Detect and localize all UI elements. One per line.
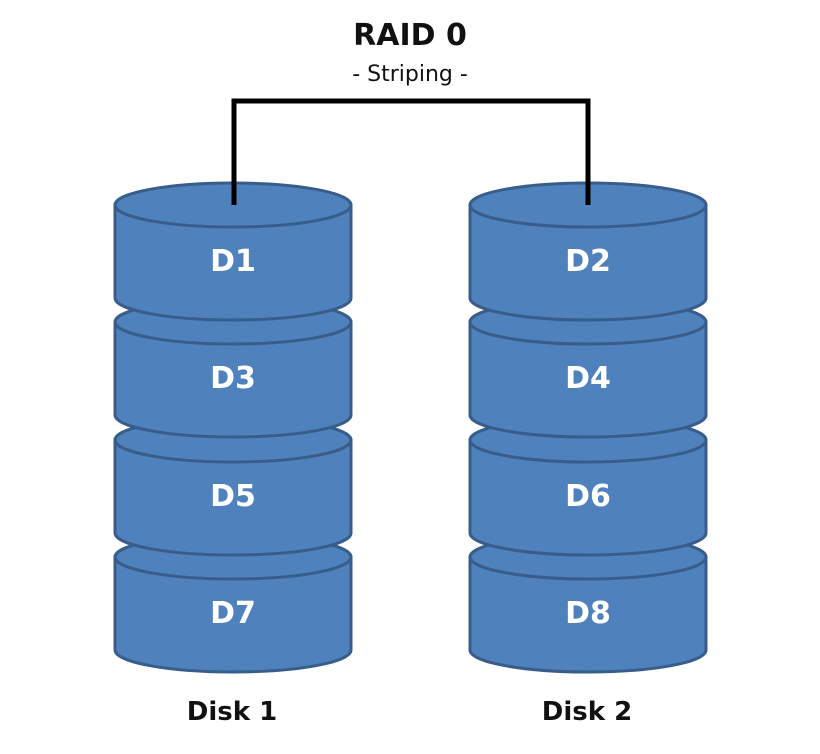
- block-label: D7: [210, 596, 256, 631]
- data-block-d1: D1: [113, 181, 353, 322]
- block-label: D4: [565, 361, 611, 396]
- block-label: D5: [210, 479, 256, 514]
- disk-2-label: Disk 2: [541, 697, 633, 727]
- cylinder-body: [468, 320, 708, 439]
- cylinder-body: [468, 438, 708, 557]
- cylinder-body: [468, 203, 708, 322]
- block-label: D1: [210, 244, 256, 279]
- block-label: D6: [565, 479, 611, 514]
- cylinder-body: [468, 555, 708, 674]
- disk-1-label: Disk 1: [186, 697, 278, 727]
- data-block-d5: D5: [113, 416, 353, 557]
- cylinder-body: [113, 438, 353, 557]
- data-block-d2: D2: [468, 181, 708, 322]
- striping-connector: [231, 98, 591, 205]
- block-label: D2: [565, 244, 611, 279]
- diagram-title: RAID 0: [353, 18, 467, 53]
- cylinder-body: [113, 555, 353, 674]
- data-block-d3: D3: [113, 298, 353, 439]
- block-label: D8: [565, 596, 611, 631]
- cylinder-body: [113, 203, 353, 322]
- cylinder-body: [113, 320, 353, 439]
- diagram-subtitle: - Striping -: [352, 62, 468, 87]
- data-block-d6: D6: [468, 416, 708, 557]
- block-label: D3: [210, 361, 256, 396]
